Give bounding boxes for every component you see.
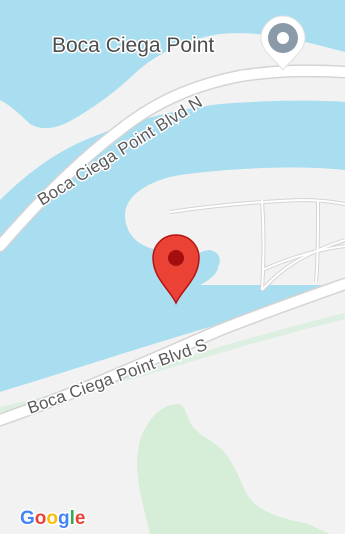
logo-letter-4: g — [58, 508, 70, 529]
logo-letter-1: G — [20, 508, 35, 529]
logo-letter-3: o — [46, 508, 58, 529]
local-streets-fill — [169, 198, 345, 291]
logo-letter-5: l — [70, 508, 75, 529]
road-south[interactable] — [0, 277, 345, 427]
logo-letter-2: o — [35, 508, 47, 529]
logo-letter-6: e — [75, 508, 86, 529]
place-label: Boca Ciega Point — [52, 34, 214, 57]
road-north[interactable] — [0, 64, 345, 253]
place-marker-icon[interactable] — [260, 15, 306, 71]
google-logo: Google — [20, 508, 85, 529]
peninsula-land — [125, 167, 345, 285]
red-location-pin-icon[interactable] — [152, 234, 200, 305]
park-area — [137, 404, 330, 534]
water-body-north — [0, 0, 345, 129]
